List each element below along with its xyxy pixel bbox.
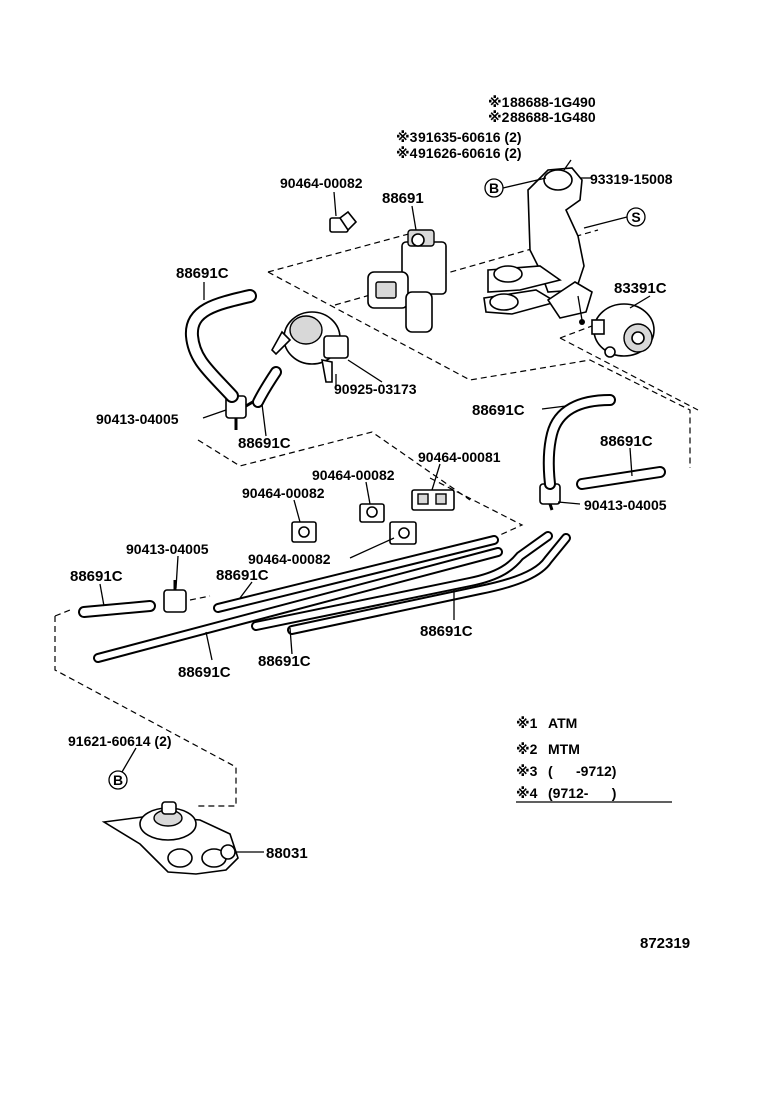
legend-mark-1: ※1 <box>516 715 538 731</box>
note-mark-2: ※2 <box>488 109 510 125</box>
label-88691: 88691 <box>382 190 424 207</box>
label-90464-00082-mid2: 90464-00082 <box>242 485 325 501</box>
label-88691c-pipe-bottom: 88691C <box>178 664 231 681</box>
label-90413-lower: 90413-04005 <box>126 541 209 557</box>
ref-marker-b-bottom: B <box>108 770 128 790</box>
label-88691c-top-left: 88691C <box>176 265 229 282</box>
label-91626: 91626-60616 (2) <box>418 145 522 161</box>
label-88691c-pipe-mid-lower: 88691C <box>258 653 311 670</box>
label-90464-00081: 90464-00081 <box>418 449 501 465</box>
tee-joint-lower <box>163 580 187 613</box>
label-88691c-pipe-upper: 88691C <box>216 567 269 584</box>
hose-right-upper <box>542 394 616 490</box>
vsv-bracket <box>483 167 593 325</box>
hose-top-left <box>184 289 257 403</box>
svg-text:B: B <box>489 180 499 196</box>
assembly-outline-lower <box>54 595 237 807</box>
clamp-top <box>329 210 358 233</box>
label-88691c-right-lower: 88691C <box>600 433 653 450</box>
note-mark-3: ※3 <box>396 129 418 145</box>
label-91621: 91621-60614 (2) <box>68 733 172 749</box>
legend-text-2: MTM <box>548 741 580 757</box>
vacuum-modulator <box>271 311 349 383</box>
figure-id: 872319 <box>640 935 690 952</box>
pipe-bottom <box>93 547 503 663</box>
pipe-mid <box>251 531 553 631</box>
legend-text-4: (9712- ) <box>548 785 616 801</box>
note-mark-1: ※1 <box>488 94 510 110</box>
hose-right-lower <box>576 466 666 490</box>
note-mark-4: ※4 <box>396 145 418 161</box>
label-88688-atm: 88688-1G490 <box>510 94 596 110</box>
legend: ※1 ATM ※2 MTM ※3 ( -9712) ※4 (9712- ) <box>516 715 672 803</box>
label-90464-00082-top: 90464-00082 <box>280 175 363 191</box>
hose-left-mid <box>252 366 282 408</box>
svg-text:S: S <box>631 209 640 225</box>
legend-text-1: ATM <box>548 715 577 731</box>
clamp-mid-82b <box>291 521 317 543</box>
label-88691c-right-upper: 88691C <box>472 402 525 419</box>
label-88691c-left-mid: 88691C <box>238 435 291 452</box>
vsv-valve <box>367 229 447 333</box>
label-91635: 91635-60616 (2) <box>418 129 522 145</box>
legend-mark-3: ※3 <box>516 763 538 779</box>
label-90464-00082-lower: 90464-00082 <box>248 551 331 567</box>
hose-lower-left <box>78 600 156 618</box>
leader-lines <box>99 159 651 853</box>
ref-marker-s: S <box>626 207 646 227</box>
label-90413-left: 90413-04005 <box>96 411 179 427</box>
tee-joint-right <box>539 483 561 511</box>
label-90413-right: 90413-04005 <box>584 497 667 513</box>
label-90925: 90925-03173 <box>334 381 417 397</box>
vacuum-actuator-right <box>591 303 655 358</box>
label-88031: 88031 <box>266 845 308 862</box>
part-labels: ※1 88688-1G490 ※2 88688-1G480 ※3 91635-6… <box>68 94 673 862</box>
legend-mark-2: ※2 <box>516 741 538 757</box>
clamp-mid-82a <box>359 503 385 523</box>
svg-text:B: B <box>113 772 123 788</box>
label-83391c: 83391C <box>614 280 667 297</box>
pipe-upper <box>213 535 499 613</box>
label-88688-mtm: 88688-1G480 <box>510 109 596 125</box>
label-93319: 93319-15008 <box>590 171 673 187</box>
pipe-lower <box>287 533 571 635</box>
label-90464-00082-mid1: 90464-00082 <box>312 467 395 483</box>
clamp-lower-82 <box>389 521 417 545</box>
ref-marker-b-top: B <box>484 178 504 198</box>
legend-text-3: ( -9712) <box>548 763 616 779</box>
egr-valve <box>101 801 239 875</box>
legend-mark-4: ※4 <box>516 785 538 801</box>
clamp-mid-81 <box>411 489 455 511</box>
label-88691c-lower-left: 88691C <box>70 568 123 585</box>
label-88691c-pipe-right: 88691C <box>420 623 473 640</box>
